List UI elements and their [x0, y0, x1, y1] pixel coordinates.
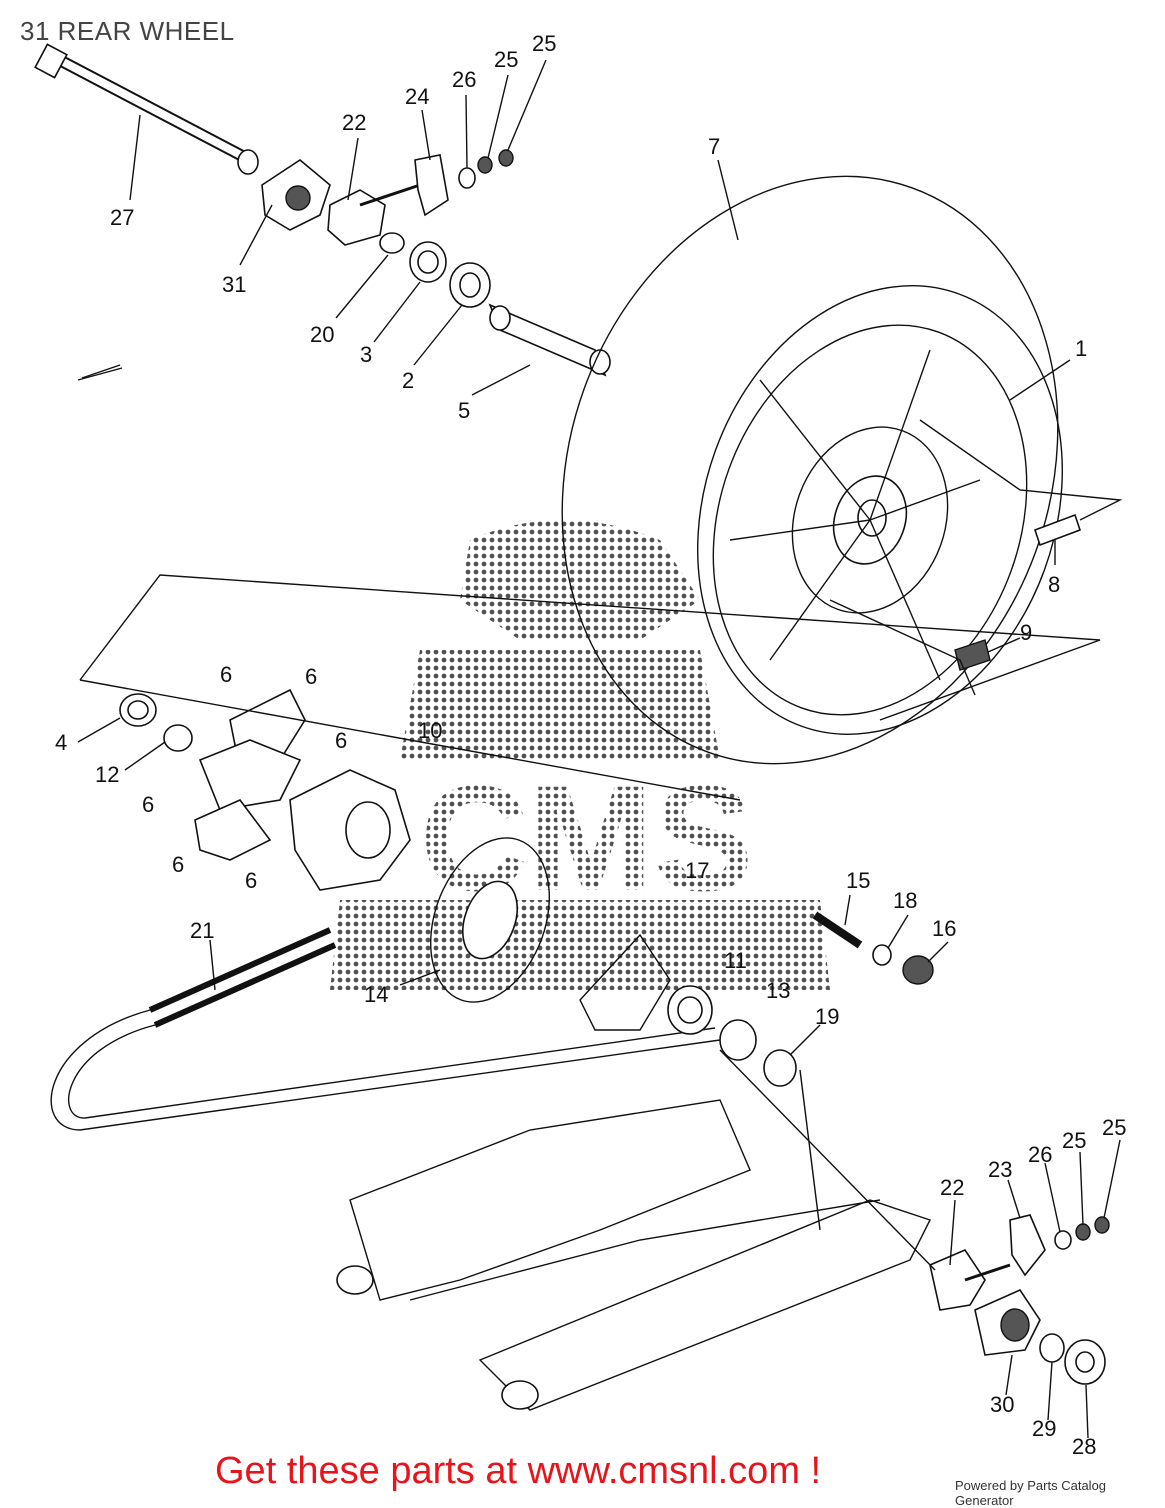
washers-right — [1054, 1216, 1110, 1250]
callout-5[interactable]: 5 — [458, 398, 470, 423]
callout-6a[interactable]: 6 — [220, 662, 232, 687]
oil-seal-13 — [719, 1019, 757, 1061]
callout-3[interactable]: 3 — [360, 342, 372, 367]
adjuster-30 — [974, 1288, 1041, 1356]
callout-11[interactable]: 11 — [724, 948, 747, 973]
callout-19[interactable]: 19 — [815, 1004, 839, 1029]
callout-28[interactable]: 28 — [1072, 1434, 1096, 1459]
nut-16 — [902, 955, 934, 985]
damper-set — [194, 688, 306, 861]
valve-stem — [1033, 513, 1082, 547]
callout-23[interactable]: 23 — [988, 1157, 1012, 1182]
callout-6b[interactable]: 6 — [305, 664, 317, 689]
callout-13[interactable]: 13 — [766, 978, 790, 1003]
leader-lines — [77, 59, 1121, 1439]
washer-29 — [1039, 1333, 1065, 1363]
rear-sprocket — [430, 837, 550, 1003]
callout-29[interactable]: 29 — [1032, 1416, 1056, 1441]
sprocket-bolt-15 — [812, 911, 863, 949]
generator-credit: Powered by Parts Catalog Generator — [955, 1478, 1107, 1508]
clutch-hub-10 — [289, 769, 411, 891]
callout-18[interactable]: 18 — [893, 888, 917, 913]
callout-2[interactable]: 2 — [402, 368, 414, 393]
watermark-text: CMS — [420, 754, 753, 922]
callout-labels: 31 27 22 24 26 25 25 20 3 2 5 7 1 8 9 6 … — [55, 31, 1126, 1459]
callout-30[interactable]: 30 — [990, 1392, 1014, 1417]
callout-25a[interactable]: 25 — [494, 47, 518, 72]
callout-22b[interactable]: 22 — [940, 1175, 964, 1200]
bearing-11 — [667, 985, 713, 1035]
callout-7[interactable]: 7 — [708, 134, 720, 159]
page-title: 31 REAR WHEEL — [20, 16, 235, 46]
callout-25c[interactable]: 25 — [1062, 1128, 1086, 1153]
balance-weight — [954, 639, 991, 671]
callout-31[interactable]: 31 — [222, 272, 246, 297]
callout-15[interactable]: 15 — [846, 868, 870, 893]
callout-10[interactable]: 10 — [418, 718, 442, 743]
adjuster-block-top — [327, 154, 449, 246]
callout-9[interactable]: 9 — [1020, 620, 1032, 645]
callout-27[interactable]: 27 — [110, 205, 134, 230]
callout-25b[interactable]: 25 — [532, 31, 556, 56]
gasket-17 — [579, 933, 671, 1031]
rear-tire — [561, 175, 1063, 765]
axle-nut-28 — [1064, 1339, 1106, 1385]
callout-24[interactable]: 24 — [405, 84, 429, 109]
bearings-top — [379, 232, 491, 308]
callout-6d[interactable]: 6 — [142, 792, 154, 817]
callout-22[interactable]: 22 — [342, 110, 366, 135]
washer-18 — [872, 944, 892, 966]
callout-26[interactable]: 26 — [452, 67, 476, 92]
chain-puller-left — [261, 159, 331, 231]
callout-26b[interactable]: 26 — [1028, 1142, 1052, 1167]
swingarm — [336, 1099, 931, 1411]
callout-21[interactable]: 21 — [190, 918, 214, 943]
callout-17[interactable]: 17 — [685, 858, 709, 883]
spacer-tube — [488, 303, 611, 377]
callout-14[interactable]: 14 — [364, 982, 388, 1007]
callout-12[interactable]: 12 — [95, 762, 119, 787]
callout-6f[interactable]: 6 — [245, 868, 257, 893]
axle — [34, 43, 259, 175]
callout-25d[interactable]: 25 — [1102, 1115, 1126, 1140]
drive-chain — [50, 927, 721, 1131]
callout-16[interactable]: 16 — [932, 916, 956, 941]
callout-8[interactable]: 8 — [1048, 572, 1060, 597]
assembly-lines — [79, 419, 1123, 1271]
buy-parts-link[interactable]: Get these parts at www.cmsnl.com ! — [215, 1450, 822, 1492]
washers-top — [458, 149, 514, 189]
rear-wheel-rim — [712, 324, 1028, 716]
callout-4[interactable]: 4 — [55, 730, 67, 755]
collar-12 — [163, 724, 193, 752]
callout-1[interactable]: 1 — [1075, 336, 1087, 361]
callout-6e[interactable]: 6 — [172, 852, 184, 877]
bearing-4 — [119, 693, 157, 727]
chain-puller-right — [929, 1214, 1046, 1311]
collar-19 — [763, 1049, 797, 1087]
callout-6c[interactable]: 6 — [335, 728, 347, 753]
watermark-logo: CMS — [330, 520, 830, 990]
callout-20[interactable]: 20 — [310, 322, 334, 347]
